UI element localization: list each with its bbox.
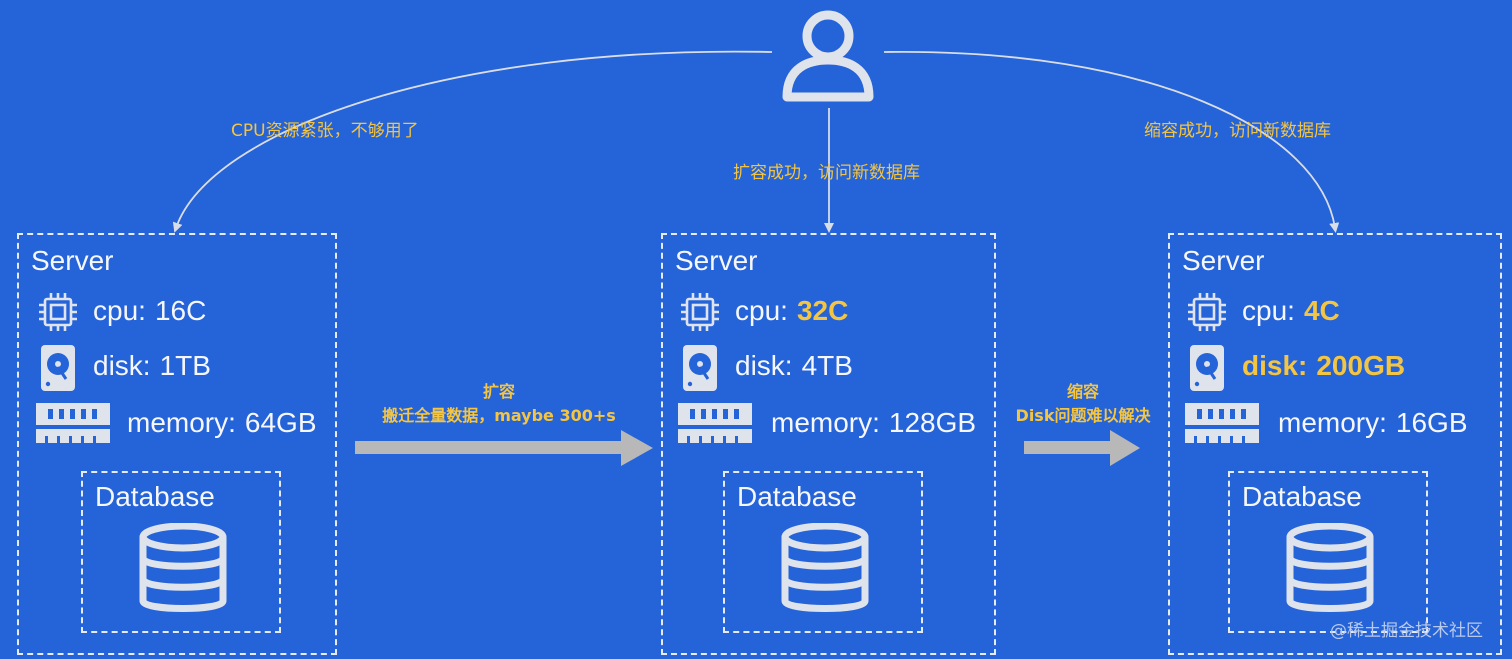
cpu-chip-icon	[681, 293, 719, 331]
database-icon	[139, 523, 227, 612]
cpu-spec: cpu: 16C	[93, 295, 206, 327]
cpu-spec: cpu: 4C	[1242, 295, 1340, 327]
cpu-label: cpu:	[1242, 295, 1295, 326]
cpu-chip-icon	[1188, 293, 1226, 331]
scale-down-arrow	[1024, 430, 1140, 466]
database-icon	[781, 523, 869, 612]
cpu-label: cpu:	[93, 295, 146, 326]
user-icon	[782, 10, 874, 102]
disk-value: 1TB	[159, 350, 211, 381]
database-box: Database	[723, 471, 923, 633]
server-title: Server	[1182, 245, 1265, 276]
scale-up-label: 扩容 搬迁全量数据，maybe 300+s	[364, 380, 634, 428]
server-title: Server	[31, 245, 114, 276]
scale-up-arrow	[355, 430, 653, 466]
database-box: Database	[1228, 471, 1428, 633]
connection-label-right: 缩容成功，访问新数据库	[1144, 121, 1331, 141]
cpu-value: 16C	[154, 295, 207, 326]
disk-label: disk:	[93, 350, 151, 381]
scale-up-title: 扩容	[482, 382, 515, 401]
memory-spec: memory: 128GB	[771, 407, 976, 439]
disk-drive-icon	[41, 345, 75, 391]
disk-spec: disk: 200GB	[1242, 350, 1405, 382]
database-box: Database	[81, 471, 281, 633]
cpu-value: 4C	[1303, 295, 1340, 326]
server-box-2: Server cpu: 32C disk: 4TB	[661, 233, 996, 655]
memory-value: 64GB	[244, 407, 317, 438]
scale-down-note: Disk问题难以解决	[1015, 406, 1151, 425]
disk-spec: disk: 4TB	[735, 350, 853, 382]
watermark: @稀土掘金技术社区	[1330, 621, 1483, 641]
database-title: Database	[95, 481, 215, 512]
scale-down-title: 缩容	[1066, 382, 1099, 401]
memory-spec: memory: 64GB	[127, 407, 317, 439]
memory-module-icon	[678, 403, 752, 443]
disk-drive-icon	[683, 345, 717, 391]
cpu-spec: cpu: 32C	[735, 295, 848, 327]
connection-label-left: CPU资源紧张，不够用了	[231, 121, 419, 141]
database-title: Database	[1242, 481, 1362, 512]
scale-up-note: 搬迁全量数据，maybe 300+s	[382, 406, 616, 425]
memory-label: memory:	[1278, 407, 1387, 438]
server-box-1: Server cpu: 16C disk: 1TB	[17, 233, 337, 655]
disk-value: 200GB	[1316, 350, 1406, 381]
disk-value: 4TB	[801, 350, 853, 381]
disk-label: disk:	[735, 350, 793, 381]
disk-drive-icon	[1190, 345, 1224, 391]
memory-module-icon	[36, 403, 110, 443]
connection-label-middle: 扩容成功，访问新数据库	[733, 163, 920, 183]
disk-spec: disk: 1TB	[93, 350, 211, 382]
memory-spec: memory: 16GB	[1278, 407, 1468, 439]
memory-module-icon	[1185, 403, 1259, 443]
cpu-label: cpu:	[735, 295, 788, 326]
connector-to-left-server	[172, 50, 773, 233]
memory-value: 16GB	[1395, 407, 1468, 438]
database-title: Database	[737, 481, 857, 512]
server-box-3: Server cpu: 4C disk: 200GB	[1168, 233, 1502, 655]
scale-down-label: 缩容 Disk问题难以解决	[1000, 380, 1166, 428]
memory-label: memory:	[771, 407, 880, 438]
cpu-value: 32C	[796, 295, 849, 326]
memory-label: memory:	[127, 407, 236, 438]
connector-to-right-server	[883, 51, 1340, 233]
disk-label: disk:	[1242, 350, 1308, 381]
cpu-chip-icon	[39, 293, 77, 331]
memory-value: 128GB	[888, 407, 977, 438]
server-title: Server	[675, 245, 758, 276]
database-icon	[1286, 523, 1374, 612]
